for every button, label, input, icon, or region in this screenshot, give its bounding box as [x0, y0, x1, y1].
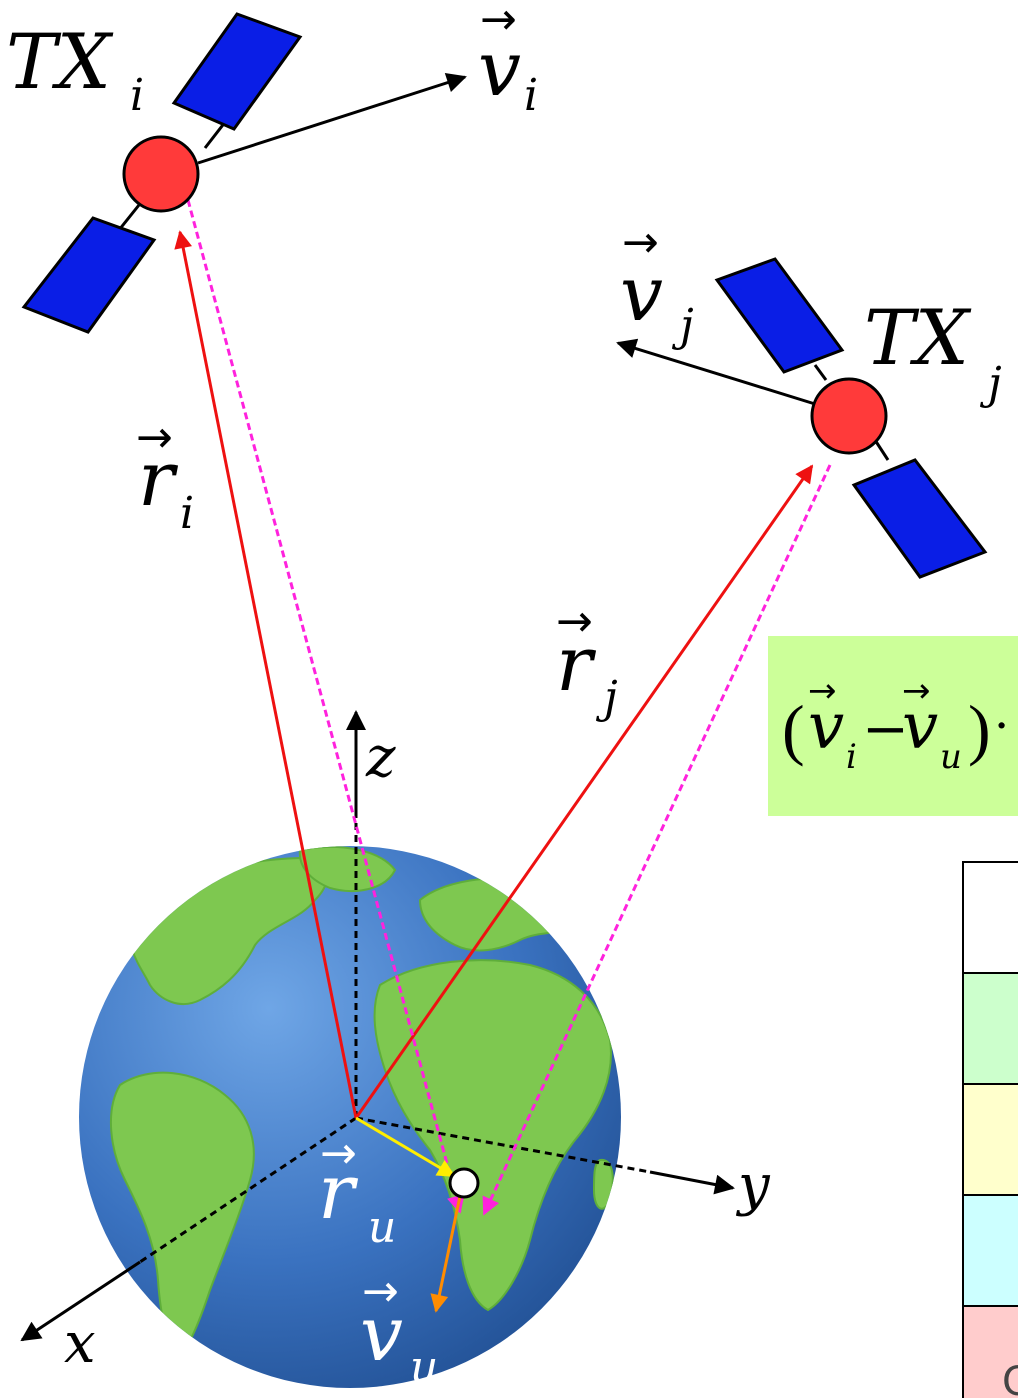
legend-row-0 [962, 861, 1018, 974]
vector-v-u [430, 1195, 462, 1313]
legend-table: C [962, 861, 1018, 1398]
land-africa [373, 959, 612, 1312]
satellite-j [616, 257, 988, 579]
land-madagascar [592, 1158, 614, 1210]
vector-r-i [174, 230, 358, 1119]
solar-panel-upper-i [171, 12, 303, 131]
y-axis [649, 1170, 735, 1195]
formula-dot: · [994, 698, 1009, 754]
formula-v-i-subscript: i [846, 737, 857, 777]
label-v-j: v [620, 249, 663, 338]
formula-v-i-arrow: → [808, 671, 837, 711]
label-v-j-subscript: j [671, 300, 694, 351]
earth-globe [79, 846, 621, 1388]
label-y-axis: y [735, 1153, 771, 1218]
formula-v-u-subscript: u [940, 737, 962, 777]
legend-row-4-text: C [1002, 1359, 1018, 1398]
formula-close-paren: ) [968, 691, 991, 767]
x-axis [20, 1260, 141, 1342]
label-v-u-subscript: u [410, 1342, 438, 1393]
formula-minus: − [862, 697, 909, 762]
label-r-u-subscript: u [368, 1202, 396, 1253]
land-south-america [110, 1071, 255, 1362]
label-r-j-subscript: j [595, 672, 618, 723]
label-tx-j: TX [864, 293, 972, 382]
label-x-axis: x [64, 1311, 96, 1376]
land-europe [418, 877, 587, 952]
solar-panel-lower-j [851, 458, 988, 579]
label-r-i: r [138, 434, 179, 523]
formula-v-u: v [902, 690, 938, 764]
label-v-u-arrow: → [362, 1266, 399, 1317]
x-axis-dashed [139, 1116, 357, 1264]
formula-v-u-arrow: → [902, 671, 931, 711]
label-tx-i: TX [6, 17, 114, 106]
label-v-i-subscript: i [524, 70, 538, 121]
coordinate-axes [20, 710, 735, 1342]
signal-path-i [186, 199, 465, 1214]
label-r-i-arrow: → [136, 412, 173, 463]
legend-row-4 [962, 1305, 1018, 1398]
label-v-i-arrow: → [480, 0, 517, 45]
label-r-j-arrow: → [556, 596, 593, 647]
velocity-vector-i [197, 73, 467, 165]
solar-panel-upper-j [714, 257, 845, 374]
label-r-i-subscript: i [180, 488, 194, 539]
label-v-j-arrow: → [622, 217, 659, 268]
formula-open-paren: ( [782, 691, 805, 767]
user-receiver [448, 1167, 480, 1199]
formula-box [768, 636, 1018, 816]
label-z-axis: z [365, 725, 396, 790]
vector-r-j [354, 464, 814, 1119]
label-v-u: v [360, 1289, 403, 1378]
satellite-body-j [810, 377, 888, 455]
label-tx-i-subscript: i [130, 70, 144, 121]
label-r-j: r [556, 619, 597, 708]
label-v-i: v [478, 24, 521, 113]
y-axis-dashed [355, 1116, 651, 1174]
legend-row-1 [962, 972, 1018, 1085]
signal-path-j [482, 464, 832, 1216]
vector-r-u [355, 1116, 456, 1178]
formula-v-i: v [808, 690, 844, 764]
legend-row-2 [962, 1083, 1018, 1196]
legend-row-3 [962, 1194, 1018, 1307]
label-r-u: r [318, 1147, 359, 1236]
label-tx-j-subscript: j [979, 358, 1002, 409]
velocity-vector-j [616, 338, 816, 406]
label-r-u-arrow: → [320, 1128, 357, 1179]
satellite-i [21, 12, 467, 334]
satellite-body-i [122, 135, 200, 213]
solar-panel-lower-i [21, 216, 157, 334]
